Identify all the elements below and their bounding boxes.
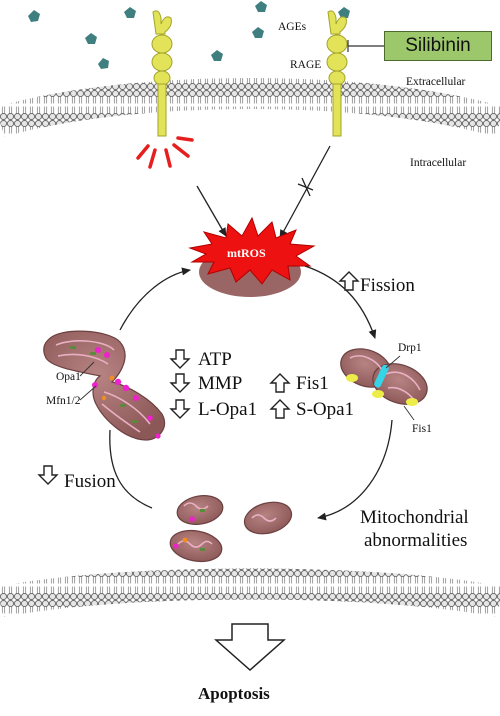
- atp-label: ATP: [198, 349, 232, 370]
- down-arrow-mmp: [169, 373, 191, 393]
- down-arrow-l-opa1: [169, 399, 191, 419]
- apoptosis-arrow: [214, 623, 286, 672]
- drp1-label: Drp1: [398, 342, 422, 354]
- ages-particles: [28, 1, 350, 69]
- fission-label: Fission: [360, 275, 415, 296]
- mito-abnormalities-line2: abnormalities: [364, 530, 468, 551]
- rage-receptor-left: [151, 10, 173, 137]
- opa1-leader-lines: [79, 361, 97, 401]
- silibinin-box: Silibinin: [384, 31, 492, 61]
- s-opa1-label: S-Opa1: [296, 399, 355, 420]
- drp1-fis1-leaders: [385, 355, 415, 421]
- ages-label: AGEs: [278, 21, 307, 33]
- rage-receptor-right: [326, 10, 348, 137]
- fused-mitochondria: [43, 330, 166, 441]
- up-arrow-fission: [338, 271, 360, 291]
- l-opa1-label: L-Opa1: [198, 399, 258, 420]
- mtros-label: mtROS: [227, 246, 266, 260]
- apoptosis-label: Apoptosis: [198, 684, 270, 703]
- fis1-small-label: Fis1: [412, 423, 432, 435]
- mmp-label: MMP: [198, 373, 243, 394]
- mfn12-label: Mfn1/2: [46, 395, 81, 407]
- plasma-membrane-top: [0, 78, 500, 137]
- cycle-arrows: [109, 265, 393, 521]
- up-arrow-s-opa1: [269, 399, 291, 419]
- extracellular-label: Extracellular: [406, 76, 466, 88]
- plasma-membrane-bottom: [0, 568, 500, 618]
- intracellular-label: Intracellular: [410, 157, 467, 169]
- mtros-node: [188, 216, 316, 297]
- arrow-rage-to-mtros: [196, 145, 331, 239]
- fis1-label: Fis1: [296, 373, 329, 394]
- rage-label: RAGE: [290, 59, 322, 71]
- mito-abnormalities-line1: Mitochondrial: [360, 507, 469, 528]
- up-arrow-fis1: [269, 373, 291, 393]
- signal-burst: [136, 136, 194, 169]
- down-arrow-fusion: [37, 465, 59, 485]
- silibinin-inhibition: [347, 40, 384, 52]
- down-arrow-atp: [169, 349, 191, 369]
- opa1-label: Opa1: [56, 371, 81, 383]
- fission-mitochondria: [340, 348, 428, 406]
- regulation-arrows: [37, 271, 360, 485]
- fragmented-mitochondria: [169, 495, 293, 563]
- fusion-label: Fusion: [64, 471, 116, 492]
